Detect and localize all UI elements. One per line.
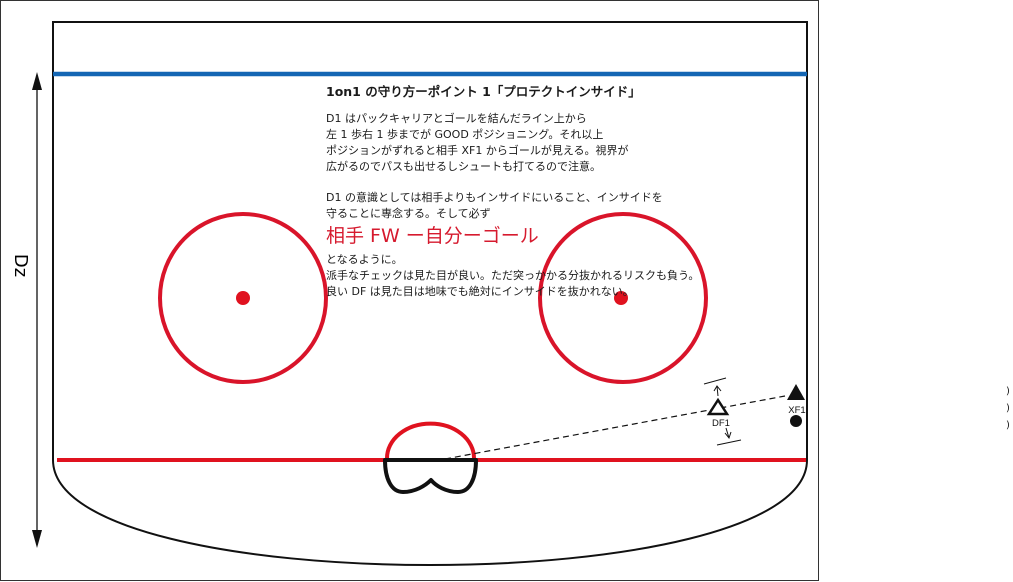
zone-label: Dz xyxy=(10,253,32,278)
text-line: 左 1 歩右 1 歩までが GOOD ポジショニング。それ以上 xyxy=(326,128,604,141)
text-line: D1 の意識としては相手よりもインサイドにいること、インサイドを xyxy=(326,191,663,204)
goal-crease xyxy=(385,421,476,459)
text-line: ポジションがずれると相手 XF1 からゴールが見える。視界が xyxy=(326,144,629,157)
paragraph-positioning: D1 はパックキャリアとゴールを結んだライン上から 左 1 歩右 1 歩までが … xyxy=(326,111,629,175)
df1-triangle-icon xyxy=(706,397,730,416)
range-tick-bottom xyxy=(716,439,742,446)
mark: ) xyxy=(1006,403,1010,414)
arrow-down-icon xyxy=(32,530,42,548)
goal-net xyxy=(383,458,478,494)
puck-icon xyxy=(790,415,802,427)
text-line: 守ることに専念する。そして必ず xyxy=(326,207,491,220)
rink-boards xyxy=(52,21,808,566)
faceoff-dot-right xyxy=(614,291,628,305)
right-edge-marks: ) ) ) xyxy=(1006,383,1010,434)
faceoff-circle-right xyxy=(538,212,708,384)
range-arrow-down xyxy=(725,427,730,439)
text-line: 良い DF は見た目は地味でも絶対にインサイドを抜かれない。 xyxy=(326,285,634,298)
text-line: 広がるのでパスも出せるしシュートも打てるので注意。 xyxy=(326,160,601,173)
paragraph-conclusion: となるように。 派手なチェックは見た目が良い。ただ突っかかる分抜かれるリスクも負… xyxy=(326,252,699,300)
emphasis-text: 相手 FW ー自分ーゴール xyxy=(326,225,539,247)
outer-frame xyxy=(0,0,819,581)
df1-label: DF1 xyxy=(712,418,730,429)
range-arrow-up xyxy=(716,385,719,397)
xf1-label: XF1 xyxy=(788,405,805,416)
text-line: 派手なチェックは見た目が良い。ただ突っかかる分抜かれるリスクも負う。 xyxy=(326,269,700,282)
text-line: となるように。 xyxy=(326,253,403,266)
xf1-triangle-icon xyxy=(787,384,805,400)
text-line: D1 はパックキャリアとゴールを結んだライン上から xyxy=(326,112,587,125)
mark: ) xyxy=(1006,420,1010,431)
paragraph-awareness: D1 の意識としては相手よりもインサイドにいること、インサイドを 守ることに専念… xyxy=(326,190,663,222)
diagram-title: 1on1 の守り方ーポイント 1「プロテクトインサイド」 xyxy=(326,84,641,99)
range-tick-top xyxy=(703,377,727,385)
mark: ) xyxy=(1006,386,1010,397)
range-arrowhead-up xyxy=(713,385,722,392)
puck-goal-line xyxy=(444,395,786,460)
faceoff-dot-left xyxy=(236,291,250,305)
range-arrowhead-down xyxy=(724,431,732,440)
arrow-up-icon xyxy=(32,72,42,90)
faceoff-circle-left xyxy=(158,212,328,384)
